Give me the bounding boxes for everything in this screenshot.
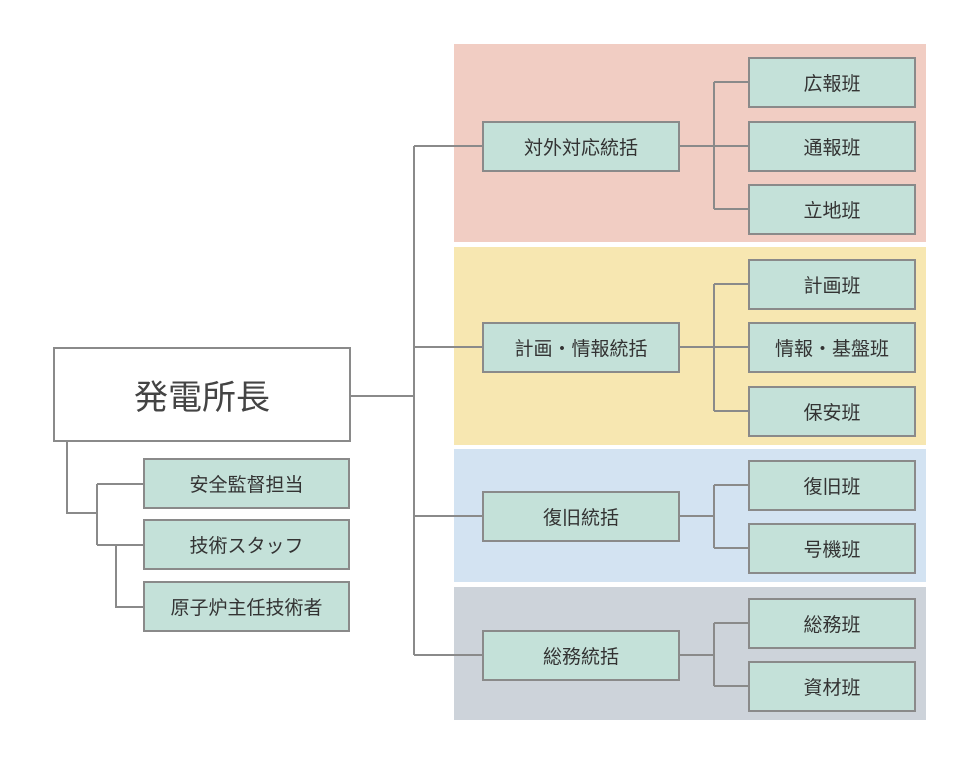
team-box-materials: 資材班 <box>748 661 916 712</box>
team-connector-group-4 <box>680 622 748 687</box>
plant-manager-box: 発電所長 <box>53 347 351 442</box>
group-box-recovery: 復旧統括 <box>482 491 680 542</box>
team-box-notification: 通報班 <box>748 121 916 172</box>
group-box-general-affairs: 総務統括 <box>482 630 680 681</box>
team-box-planning: 計画班 <box>748 259 916 310</box>
group-box-planning-information: 計画・情報統括 <box>482 322 680 373</box>
team-connector-group-1 <box>680 81 748 210</box>
team-box-unit: 号機班 <box>748 523 916 574</box>
team-box-safety: 保安班 <box>748 386 916 437</box>
staff-box-safety-supervision: 安全監督担当 <box>143 458 350 509</box>
group-box-external-relations: 対外対応統括 <box>482 121 680 172</box>
team-connector-group-3 <box>680 484 748 549</box>
team-box-public-relations: 広報班 <box>748 57 916 108</box>
team-box-information-infrastructure: 情報・基盤班 <box>748 322 916 373</box>
team-box-recovery: 復旧班 <box>748 460 916 511</box>
staff-box-chief-reactor-engineer: 原子炉主任技術者 <box>143 581 350 632</box>
team-box-general-affairs: 総務班 <box>748 598 916 649</box>
team-box-site-relations: 立地班 <box>748 184 916 235</box>
staff-connector <box>66 440 143 608</box>
staff-box-technical-staff: 技術スタッフ <box>143 519 350 570</box>
team-connector-group-2 <box>680 283 748 412</box>
